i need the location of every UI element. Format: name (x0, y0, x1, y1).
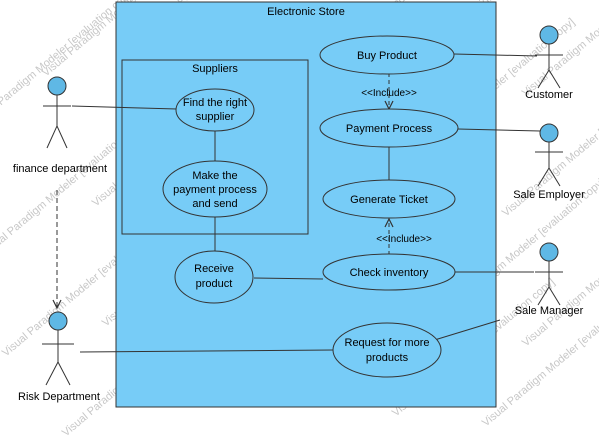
actor-label: Sale Manager (515, 305, 584, 317)
actor-customer[interactable]: Customer (525, 25, 573, 101)
usecase-label: products (366, 352, 409, 364)
actor-sale-employer[interactable]: Sale Employer (513, 123, 585, 201)
usecase-label: Request for more (345, 337, 430, 349)
assoc-buy-customer (453, 53, 538, 57)
package-title: Suppliers (192, 63, 238, 75)
usecase-label: Payment Process (346, 123, 433, 135)
actor-label: Customer (525, 89, 573, 101)
stick-figure-icon (42, 311, 74, 386)
system-title: Electronic Store (267, 6, 345, 18)
include-label-2: <<Include>> (376, 234, 432, 245)
stick-figure-icon (43, 76, 71, 149)
usecase-label: product (196, 278, 233, 290)
assoc-risk-request (79, 349, 334, 353)
usecase-label: Buy Product (357, 50, 417, 62)
usecase-generate-ticket[interactable]: Generate Ticket (322, 179, 456, 219)
include-label-1: <<Include>> (361, 88, 417, 99)
usecase-make-payment[interactable]: Make the payment process and send (162, 160, 268, 218)
usecase-label: Check inventory (350, 267, 429, 279)
usecase-request-products[interactable]: Request for more products (332, 322, 442, 378)
stick-figure-icon (535, 242, 563, 306)
associations (71, 53, 541, 353)
actor-label: Sale Employer (513, 189, 585, 201)
assoc-request-sale-manager (427, 319, 501, 343)
usecase-label: Receive (194, 263, 234, 275)
usecase-check-inventory[interactable]: Check inventory (322, 253, 456, 291)
assoc-payment-sale-employer (457, 128, 541, 132)
usecase-label: Generate Ticket (350, 194, 428, 206)
actor-finance-department[interactable]: finance department (13, 76, 107, 175)
actor-label: Risk Department (18, 391, 100, 403)
actor-sale-manager[interactable]: Sale Manager (515, 242, 584, 317)
usecase-label: supplier (196, 111, 235, 123)
include-dependencies (57, 73, 389, 308)
use-case-diagram: Electronic Store Suppliers <<Include>> <… (13, 1, 585, 408)
usecase-buy-product[interactable]: Buy Product (319, 35, 455, 75)
stick-figure-icon (535, 25, 563, 89)
usecase-label: Find the right (183, 97, 247, 109)
assoc-finance-find-supplier (71, 105, 178, 110)
actor-label: finance department (13, 163, 107, 175)
stick-figure-icon (535, 123, 563, 187)
usecase-label: and send (192, 198, 237, 210)
usecase-label: payment process (173, 184, 257, 196)
assoc-receive-check-inventory (253, 277, 324, 280)
usecase-label: Make the (192, 170, 237, 182)
usecase-payment-process[interactable]: Payment Process (319, 108, 459, 148)
usecase-receive-product[interactable]: Receive product (174, 250, 254, 304)
usecase-find-supplier[interactable]: Find the right supplier (175, 88, 255, 132)
actor-risk-department[interactable]: Risk Department (18, 311, 100, 403)
